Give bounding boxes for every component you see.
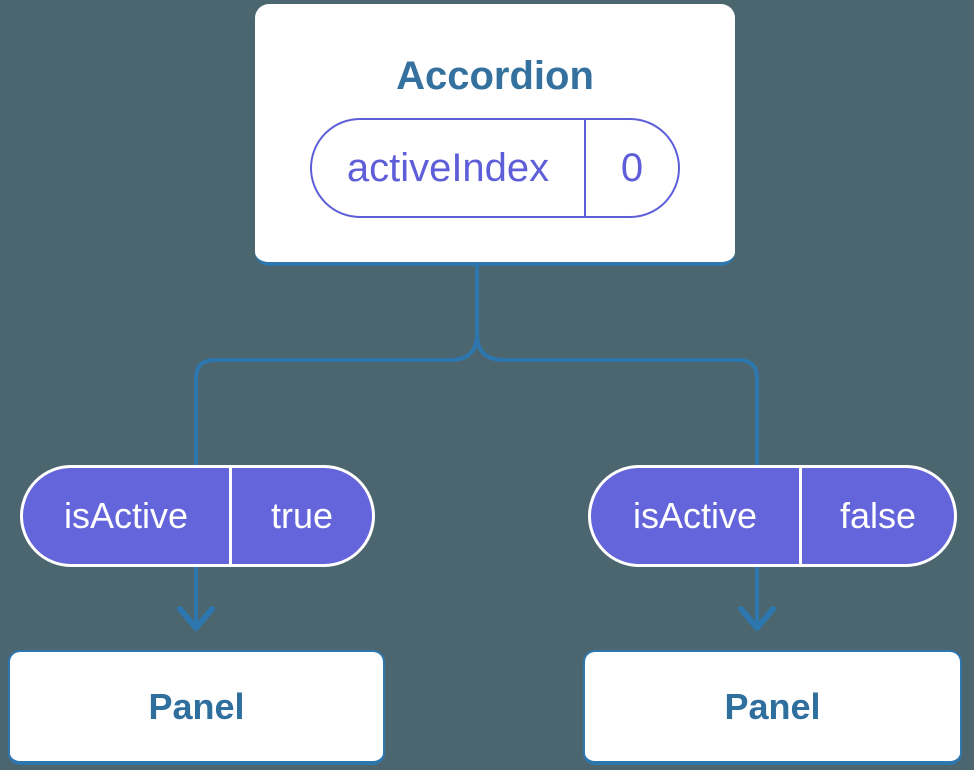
state-name-label: activeIndex: [312, 120, 586, 216]
arrow-down-left-icon: [177, 606, 215, 631]
panel-node-right: Panel: [583, 650, 962, 765]
connector-right-branch: [475, 264, 759, 628]
connector-left-branch: [194, 264, 479, 628]
panel-node-title: Panel: [724, 685, 821, 727]
prop-pill-right: isActive false: [588, 465, 957, 567]
panel-node-title: Panel: [148, 685, 245, 727]
state-pill: activeIndex 0: [310, 118, 680, 218]
accordion-node: Accordion activeIndex 0: [255, 4, 735, 266]
state-value-label: 0: [620, 145, 644, 190]
prop-value-label: false: [839, 495, 917, 536]
prop-name-label: isActive: [591, 468, 802, 564]
arrow-down-right-icon: [738, 606, 776, 631]
prop-pill-left: isActive true: [20, 465, 375, 567]
panel-node-left: Panel: [8, 650, 385, 765]
accordion-node-title: Accordion: [396, 54, 594, 98]
prop-name-label: isActive: [23, 468, 232, 564]
prop-value-label: true: [270, 495, 334, 536]
